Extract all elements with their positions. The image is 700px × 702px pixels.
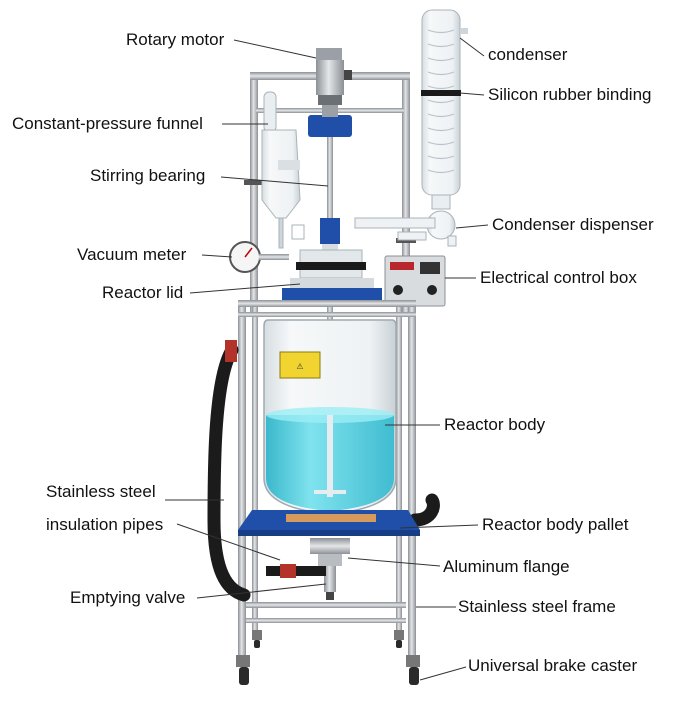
leader-vacuum-meter — [201, 254, 233, 258]
stainless-steel-insulation-pipes — [207, 340, 440, 602]
reactor-body: ⚠ — [263, 319, 397, 515]
reactor-lid — [282, 249, 382, 300]
condenser-dispenser — [354, 210, 457, 247]
leader-caster — [419, 666, 467, 681]
label-insulation-line2: insulation pipes — [46, 515, 164, 534]
label-condenser: condenser — [488, 45, 568, 64]
label-reactor-lid: Reactor lid — [102, 283, 184, 302]
leader-lines — [165, 37, 489, 681]
condenser — [421, 9, 468, 210]
label-reactor-body: Reactor body — [444, 415, 546, 434]
label-universal-brake-caster: Universal brake caster — [468, 656, 638, 675]
label-electrical-control-box: Electrical control box — [480, 268, 637, 287]
label-vacuum-meter: Vacuum meter — [77, 245, 187, 264]
leader-aluminum-flange — [347, 557, 441, 567]
leader-pallet — [399, 524, 479, 529]
leader-insulation-2 — [176, 523, 281, 561]
label-silicon-rubber-binding: Silicon rubber binding — [488, 85, 652, 104]
aluminum-flange — [310, 538, 350, 566]
reactor-body-pallet — [238, 510, 420, 536]
label-condenser-dispenser: Condenser dispenser — [492, 215, 654, 234]
label-insulation-line1: Stainless steel — [46, 482, 156, 501]
label-stainless-steel-frame: Stainless steel frame — [458, 597, 616, 616]
leader-rotary-motor — [233, 39, 317, 59]
leader-condenser-dispenser — [455, 224, 489, 229]
leader-stirring-bearing — [220, 176, 329, 187]
universal-brake-caster — [236, 630, 420, 685]
label-emptying-valve: Emptying valve — [70, 588, 186, 607]
label-rotary-motor: Rotary motor — [126, 30, 225, 49]
leader-emptying-valve — [196, 583, 327, 599]
label-reactor-body-pallet: Reactor body pallet — [482, 515, 629, 534]
constant-pressure-funnel — [261, 91, 305, 249]
leader-condenser — [459, 37, 485, 57]
label-aluminum-flange: Aluminum flange — [443, 557, 570, 576]
emptying-valve — [266, 564, 336, 600]
leader-silicon-binding — [459, 92, 485, 96]
label-stirring-bearing: Stirring bearing — [90, 166, 206, 185]
leader-reactor-lid — [189, 283, 301, 294]
electrical-control-box — [384, 255, 446, 307]
svg-text:⚠: ⚠ — [296, 362, 303, 371]
label-constant-pressure-funnel: Constant-pressure funnel — [12, 114, 203, 133]
stainless-steel-frame — [238, 300, 416, 658]
rotary-motor — [308, 48, 352, 137]
